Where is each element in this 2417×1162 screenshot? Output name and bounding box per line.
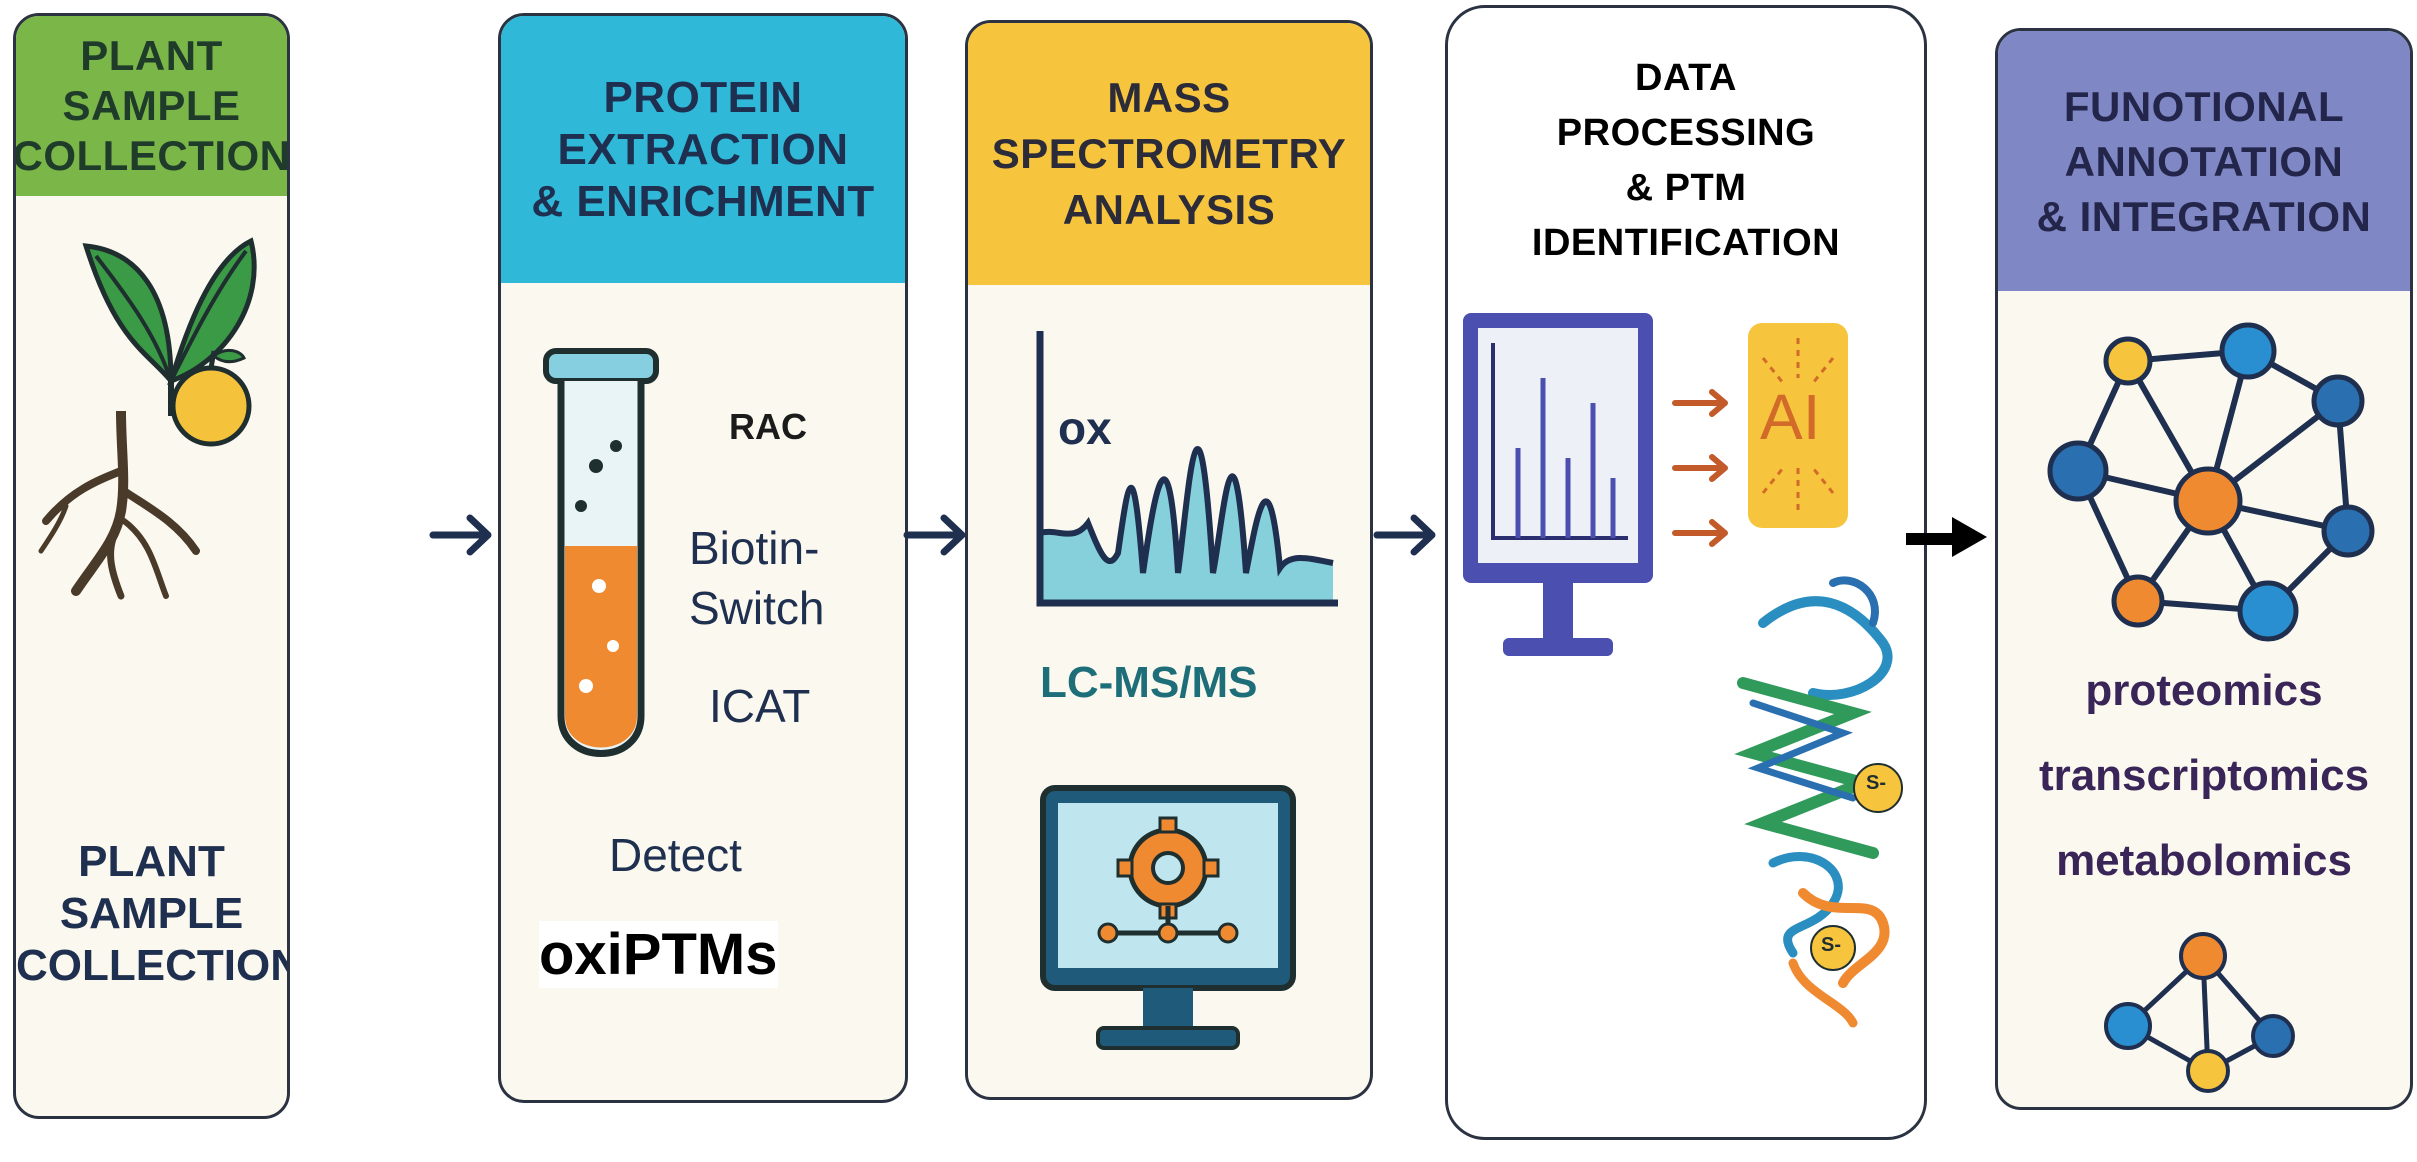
footer-line: SAMPLE <box>59 889 244 938</box>
header-line: EXTRACTION <box>557 124 849 174</box>
panel-data-processing: DATA PROCESSING & PTM IDENTIFICATION <box>1445 5 1927 1140</box>
header-line: FUNOTIONAL <box>2063 82 2345 130</box>
method-rac: RAC <box>729 406 807 447</box>
arrow-right-icon <box>1373 514 1436 556</box>
panel-header: PROTEIN EXTRACTION & ENRICHMENT <box>501 16 905 283</box>
data-flow-arrows-icon <box>1672 389 1728 547</box>
header-line: ANALYSIS <box>1062 186 1276 233</box>
panel-functional-annotation: FUNOTIONAL ANNOTATION & INTEGRATION <box>1995 28 2413 1110</box>
header-line: SAMPLE <box>62 82 241 129</box>
detect-label: Detect <box>609 829 742 881</box>
spectrum-icon <box>1036 331 1338 607</box>
method-switch: Switch <box>689 582 825 634</box>
header-line: DATA <box>1635 56 1737 99</box>
s-label-2: S- <box>1821 934 1841 956</box>
ai-chip-icon <box>1748 323 1848 528</box>
ai-label: AI <box>1760 381 1821 453</box>
method-icat: ICAT <box>709 680 811 732</box>
footer-line: COLLECTION <box>16 941 290 990</box>
s-label-1: S- <box>1866 772 1886 794</box>
panel-protein-extraction: PROTEIN EXTRACTION & ENRICHMENT RAC Biot… <box>498 13 908 1103</box>
panel-header: FUNOTIONAL ANNOTATION & INTEGRATION <box>1998 31 2410 291</box>
arrow-right-icon <box>429 514 492 556</box>
fruit-icon <box>170 348 252 447</box>
panel-plant-sample-collection: PLANT SAMPLE COLLECTION PLANT SAMPLE COL… <box>13 13 290 1119</box>
panel-header: PLANT SAMPLE COLLECTION <box>16 16 287 196</box>
method-biotin: Biotin- <box>689 522 820 574</box>
header-line: & INTEGRATION <box>2036 192 2372 240</box>
header-line: PROTEIN <box>603 72 803 122</box>
panel-header: MASS SPECTROMETRY ANALYSIS <box>968 23 1370 285</box>
header-line: COLLECTION <box>13 132 290 179</box>
omics-transcriptomics: transcriptomics <box>2038 751 2370 800</box>
monitor-bar-chart-icon <box>1463 313 1653 656</box>
header-line: IDENTIFICATION <box>1531 221 1841 264</box>
header-line: PROCESSING <box>1556 111 1816 154</box>
panel-footer: PLANT SAMPLE COLLECTION <box>16 836 287 992</box>
lcms-label: LC-MS/MS <box>1040 658 1258 707</box>
panel-header: DATA PROCESSING & PTM IDENTIFICATION <box>1448 28 1924 293</box>
arrow-right-icon <box>1906 517 1987 557</box>
small-network-icon <box>2104 932 2295 1093</box>
omics-metabolomics: metabolomics <box>2056 836 2352 885</box>
protein-structure-icon <box>1734 576 1903 1028</box>
arrow-right-icon <box>903 514 966 556</box>
header-line: MASS <box>1107 74 1231 121</box>
header-line: ANNOTATION <box>2064 137 2344 185</box>
network-icon <box>2047 322 2375 642</box>
header-line: & ENRICHMENT <box>531 176 875 226</box>
omics-proteomics: proteomics <box>2085 666 2323 715</box>
computer-gear-icon <box>1040 785 1296 1050</box>
ox-label: ox <box>1058 402 1112 454</box>
header-line: & PTM <box>1625 166 1747 209</box>
leaves-icon <box>82 237 257 416</box>
header-line: PLANT <box>80 32 223 79</box>
header-line: SPECTROMETRY <box>991 130 1347 177</box>
test-tube-icon <box>543 348 659 757</box>
footer-line: PLANT <box>78 837 225 886</box>
roots-icon <box>38 411 200 600</box>
panel-mass-spectrometry: MASS SPECTROMETRY ANALYSIS ox LC-MS/MS <box>965 20 1373 1100</box>
oxiptms-label: oxiPTMs <box>539 921 778 988</box>
